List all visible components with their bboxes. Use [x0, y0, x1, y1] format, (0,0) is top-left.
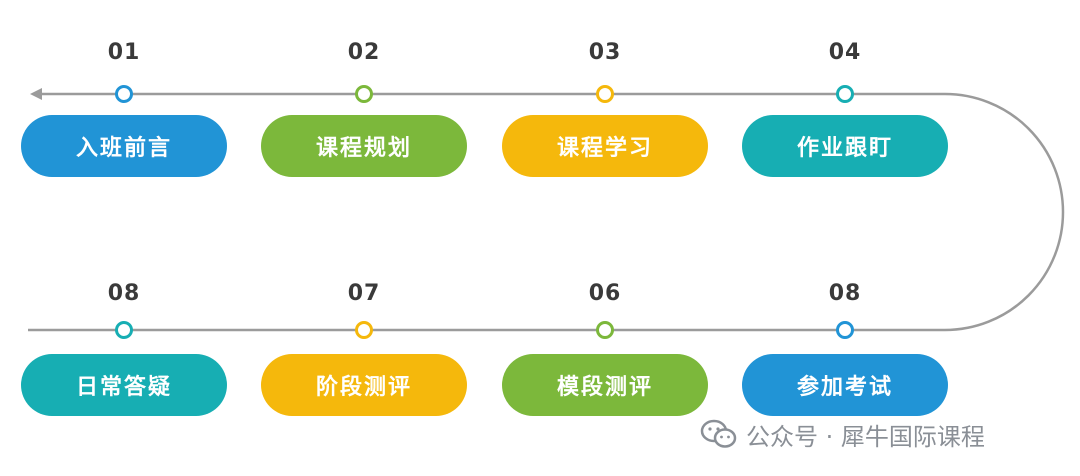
node-marker-top-2	[355, 85, 373, 103]
step-number-03: 03	[588, 40, 622, 65]
node-marker-bottom-4	[836, 321, 854, 339]
wechat-icon	[700, 419, 738, 449]
step-number-06: 06	[588, 281, 622, 306]
node-marker-top-3	[596, 85, 614, 103]
step-number-bottom-1: 08	[107, 281, 141, 306]
step-pill-course-planning[interactable]: 课程规划	[261, 115, 467, 177]
arrow-head-icon	[30, 88, 42, 100]
step-number-07: 07	[347, 281, 381, 306]
node-marker-bottom-1	[115, 321, 133, 339]
watermark-text: 公众号 · 犀牛国际课程	[746, 422, 985, 451]
step-pill-mock-assessment[interactable]: 模段测评	[502, 354, 708, 416]
node-markers	[115, 85, 854, 339]
step-pill-daily-qa[interactable]: 日常答疑	[21, 354, 227, 416]
step-number-01: 01	[107, 40, 141, 65]
step-number-02: 02	[347, 40, 381, 65]
step-pill-take-exam[interactable]: 参加考试	[742, 354, 948, 416]
node-marker-top-1	[115, 85, 133, 103]
step-number-04: 04	[828, 40, 862, 65]
node-marker-top-4	[836, 85, 854, 103]
step-pill-course-study[interactable]: 课程学习	[502, 115, 708, 177]
step-pill-stage-assessment[interactable]: 阶段测评	[261, 354, 467, 416]
step-number-bottom-4: 08	[828, 281, 862, 306]
step-pill-homework-followup[interactable]: 作业跟盯	[742, 115, 948, 177]
watermark: 公众号 · 犀牛国际课程	[700, 414, 985, 454]
node-marker-bottom-3	[596, 321, 614, 339]
flow-line	[28, 92, 1065, 332]
step-pill-enrollment-intro[interactable]: 入班前言	[21, 115, 227, 177]
node-marker-bottom-2	[355, 321, 373, 339]
